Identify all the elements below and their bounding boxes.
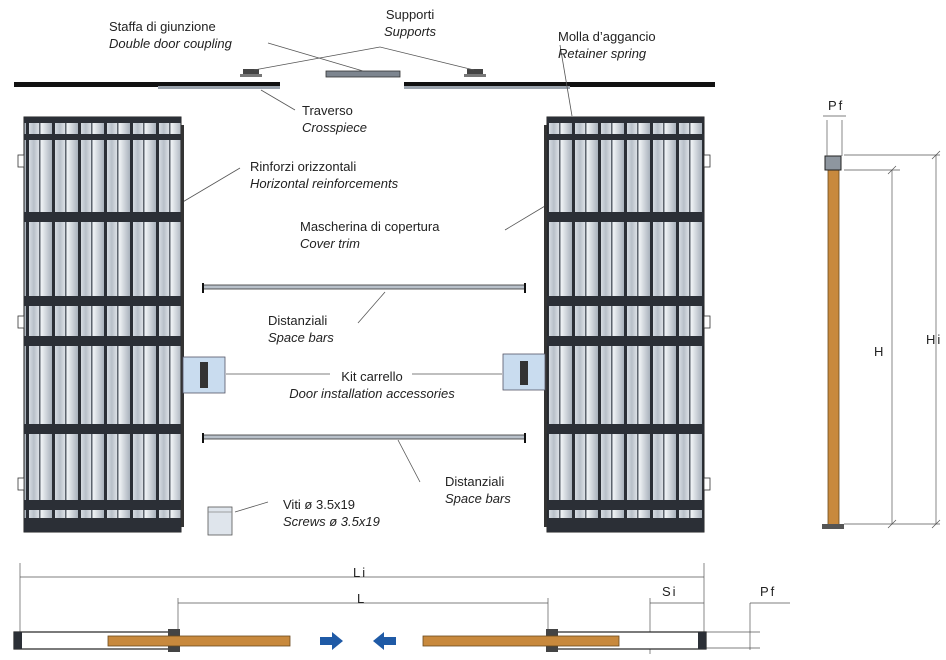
label-en: Door installation accessories bbox=[289, 386, 455, 401]
label-en: Retainer spring bbox=[558, 46, 647, 61]
side-section bbox=[822, 115, 941, 529]
dim-hi: Hi bbox=[926, 332, 943, 347]
label-cover-trim: Mascherina di copertura Cover trim bbox=[300, 218, 439, 252]
space-bar-top bbox=[202, 283, 526, 293]
dim-si: Si bbox=[662, 584, 678, 599]
label-horizontal-reinforcements: Rinforzi orizzontali Horizontal reinforc… bbox=[250, 158, 398, 192]
label-en: Space bars bbox=[445, 491, 511, 506]
leader-lines bbox=[180, 42, 573, 513]
plan-view bbox=[13, 563, 790, 654]
space-bar-bottom bbox=[202, 433, 526, 443]
label-it: Kit carrello bbox=[341, 369, 403, 384]
label-it: Supporti bbox=[385, 7, 435, 22]
label-en: Screws ø 3.5x19 bbox=[283, 514, 380, 529]
dim-l: L bbox=[357, 591, 367, 606]
double-door-coupling bbox=[325, 70, 401, 78]
screws-bag bbox=[207, 506, 233, 536]
label-it: Staffa di giunzione bbox=[109, 19, 216, 34]
dim-h: H bbox=[874, 344, 886, 359]
pocket-frame-left bbox=[17, 116, 184, 533]
arrow-right-icon bbox=[320, 632, 343, 650]
label-en: Crosspiece bbox=[302, 120, 368, 135]
label-it: Traverso bbox=[302, 103, 353, 118]
dim-pf-plan: Pf bbox=[760, 584, 777, 599]
label-it: Viti ø 3.5x19 bbox=[283, 497, 356, 512]
arrow-left-icon bbox=[373, 632, 396, 650]
label-it: Distanziali bbox=[268, 313, 328, 328]
support-right bbox=[464, 69, 486, 77]
label-crosspiece: Traverso Crosspiece bbox=[302, 102, 367, 136]
pocket-frame-right bbox=[544, 116, 711, 533]
label-en: Cover trim bbox=[300, 236, 360, 251]
dim-li: Li bbox=[353, 565, 368, 580]
label-installation-kit: Kit carrello Door installation accessori… bbox=[272, 368, 472, 402]
label-it: Mascherina di copertura bbox=[300, 219, 440, 234]
installation-kit-bag-right bbox=[502, 353, 546, 391]
dim-pf-side: Pf bbox=[828, 98, 845, 113]
label-space-bars-bottom: Distanziali Space bars bbox=[445, 473, 511, 507]
label-space-bars-top: Distanziali Space bars bbox=[268, 312, 334, 346]
label-en: Double door coupling bbox=[109, 36, 232, 51]
installation-kit-bag-left bbox=[182, 356, 226, 394]
label-supports: Supporti Supports bbox=[384, 6, 436, 40]
support-left bbox=[240, 69, 262, 77]
label-it: Distanziali bbox=[445, 474, 505, 489]
crosspiece-rail bbox=[14, 80, 715, 89]
label-double-door-coupling: Staffa di giunzione Double door coupling bbox=[109, 18, 232, 52]
label-it: Molla d’aggancio bbox=[558, 29, 656, 44]
label-en: Horizontal reinforcements bbox=[250, 176, 399, 191]
label-en: Space bars bbox=[268, 330, 334, 345]
label-screws: Viti ø 3.5x19 Screws ø 3.5x19 bbox=[283, 496, 380, 530]
label-it: Rinforzi orizzontali bbox=[250, 159, 357, 174]
label-en: Supports bbox=[384, 24, 437, 39]
label-retainer-spring: Molla d’aggancio Retainer spring bbox=[558, 28, 656, 62]
